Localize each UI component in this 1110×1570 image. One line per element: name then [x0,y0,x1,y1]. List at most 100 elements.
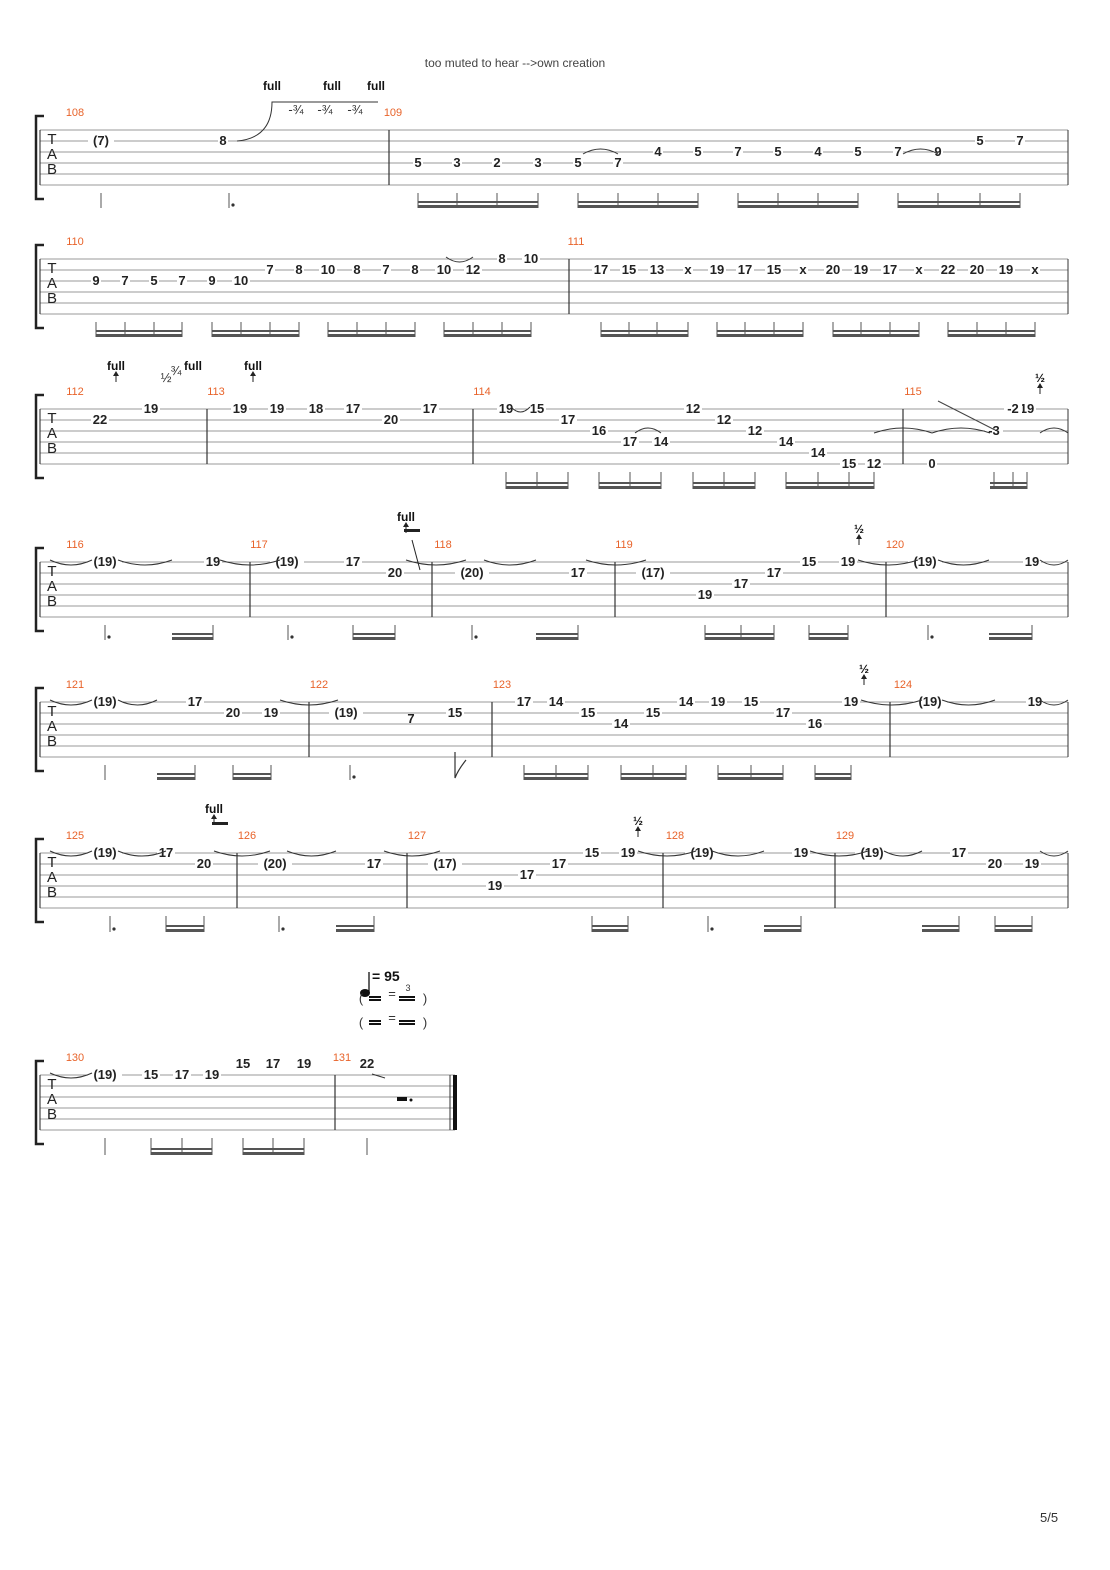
beam [738,201,858,203]
grace-beam [212,822,228,825]
fret-number: 5 [976,133,983,148]
tab-clef-letter: B [47,884,57,901]
fret-number: 19 [999,262,1013,277]
tab-clef-letter: B [47,733,57,750]
tab-clef-letter: B [47,1106,57,1123]
fret-knockout [840,457,858,470]
bend-arrowhead [861,674,867,679]
fret-knockout [933,145,943,158]
fret-knockout [428,857,462,870]
release-label: -¾ [288,102,303,117]
tie-arc [860,699,923,706]
fret-knockout [204,555,222,568]
fret-knockout [708,263,726,276]
paren: ( [359,1015,364,1030]
fret-knockout [559,413,577,426]
beam [418,201,538,203]
bend-arrowhead [403,522,409,527]
fret-knockout [319,263,337,276]
grace-beam [404,529,420,532]
fret-number: 17 [520,867,534,882]
fret-knockout [142,1068,160,1081]
fret-number: 14 [549,694,564,709]
fret-number: 15 [767,262,781,277]
sixteenth-beam-icon [369,1020,381,1022]
sixteenth-beam-icon [369,996,381,998]
tie-arc [483,559,537,566]
fret-knockout [620,263,638,276]
fret-knockout [573,156,583,169]
beam [328,334,415,337]
fret-number: 12 [717,412,731,427]
fret-knockout [986,857,1004,870]
beam [353,637,395,640]
measure-number: 127 [408,830,426,842]
fret-number: 8 [295,262,302,277]
fret-number: 8 [353,262,360,277]
fret-number: 19 [710,262,724,277]
tie-arc [1039,427,1069,434]
fret-knockout [621,435,639,448]
fret-knockout [497,402,515,415]
fret-knockout [207,274,217,287]
system-bracket [34,1059,44,1146]
fret-number: 19 [841,554,855,569]
fret-number: 20 [197,856,211,871]
system-bracket [34,243,44,330]
page-number: 5/5 [1040,1510,1059,1525]
paren: ) [423,1015,427,1030]
fret-number: 19 [621,845,635,860]
fret-number: 7 [894,144,901,159]
fret-number: 12 [466,262,480,277]
fret-knockout [742,695,760,708]
fret-number: 19 [297,1056,311,1071]
fret-number: 20 [384,412,398,427]
measure-number: 110 [66,236,84,248]
fret-number: 8 [411,262,418,277]
fret-number: 15 [646,705,660,720]
slide-out [371,1073,386,1079]
beam [922,929,959,932]
tie-arc [405,559,467,566]
beam [989,633,1032,635]
bend-label-half: ½ [161,370,172,385]
fret-number: 17 [517,694,531,709]
bend-label: ½ [633,814,643,828]
tab-clef-letter: T [47,131,56,148]
fret-number: 15 [744,694,758,709]
fret-number: 17 [175,1067,189,1082]
fret-knockout [455,566,489,579]
fret-number: 19 [206,554,220,569]
fret-knockout [685,846,719,859]
beam [990,486,1027,489]
fret-number: x [799,262,807,277]
fret-knockout [88,846,122,859]
fret-knockout [365,857,383,870]
fret-number: 15 [802,554,816,569]
slide-line [937,400,996,431]
fret-number: (7) [93,133,109,148]
fret-knockout [773,145,783,158]
fret-knockout [486,879,504,892]
beam [948,334,1035,337]
fret-knockout [590,424,608,437]
fret-number: 19 [499,401,513,416]
fret-number: 3 [534,155,541,170]
tab-clef-letter: A [47,578,57,595]
fret-knockout [583,846,601,859]
measure-number: 109 [384,107,402,119]
bend-full: full [244,359,262,382]
fret-number: 19 [233,401,247,416]
fret-knockout [693,145,703,158]
fret-knockout [344,555,362,568]
measure-number: 126 [238,830,256,842]
fret-number: (19) [913,554,936,569]
tuplet-number: 3 [405,983,410,993]
measure-number: 124 [894,679,912,691]
measure-number: 120 [886,539,904,551]
tie-arc [941,699,996,706]
tie-arc [49,559,93,566]
fret-number: 7 [734,144,741,159]
bend-curve [236,101,300,142]
